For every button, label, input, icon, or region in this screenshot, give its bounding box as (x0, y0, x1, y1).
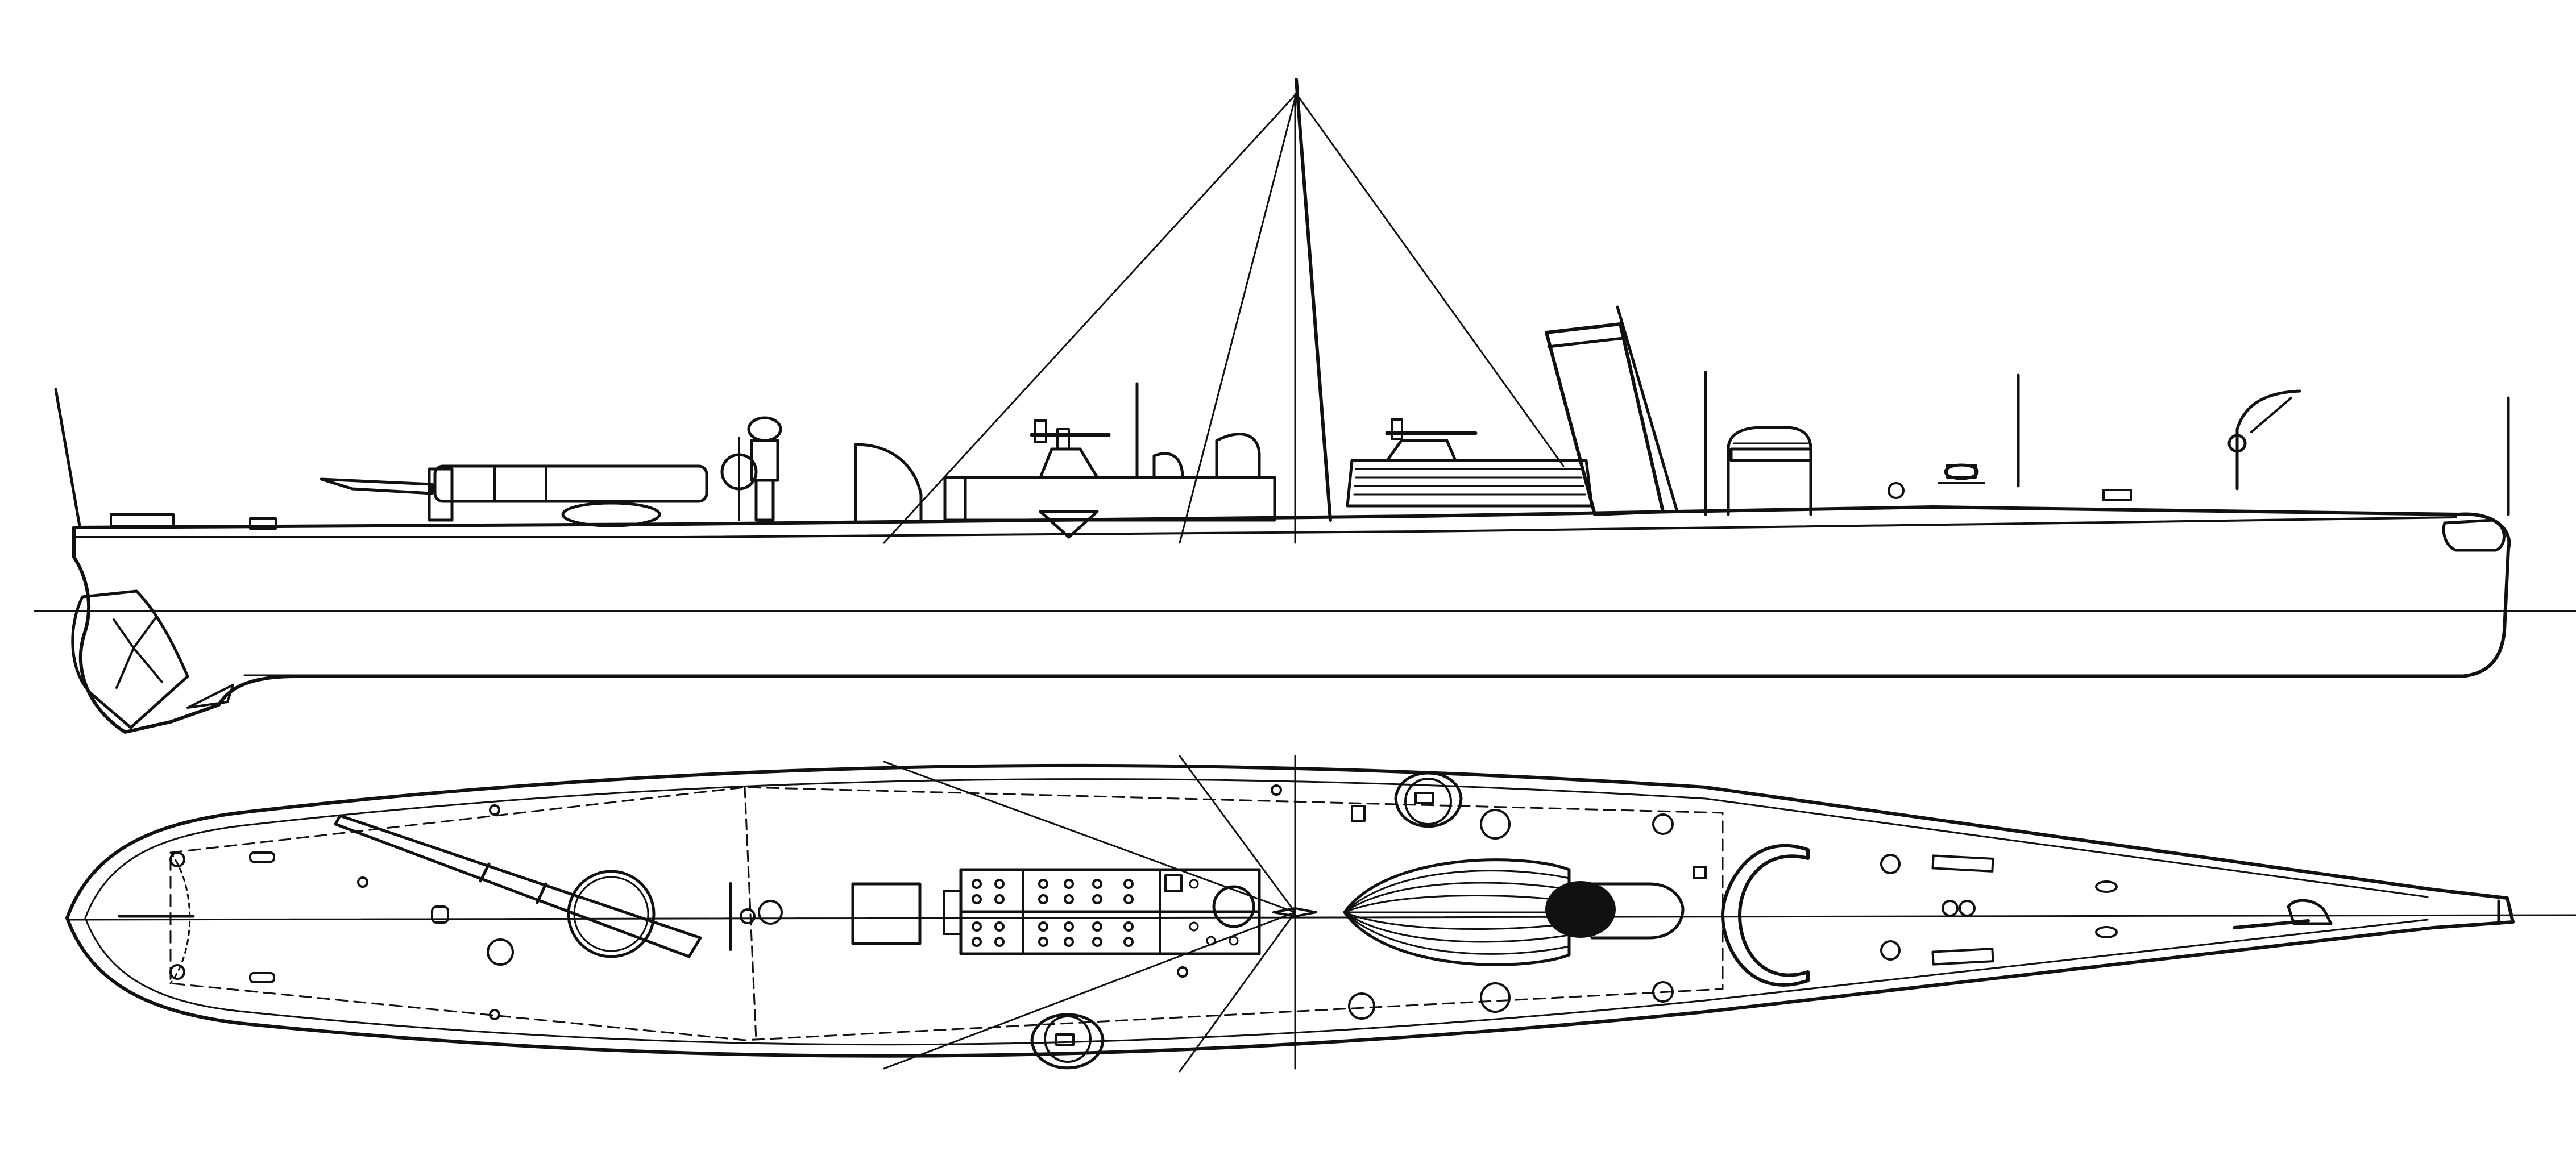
plan-windlass (1942, 900, 1976, 917)
profile-hawse-fitting (2102, 489, 2132, 501)
profile-stern-bitts (249, 517, 277, 530)
plan-vent-6 (1271, 784, 1282, 796)
plan-ship-boat (1343, 858, 1571, 966)
plan-ventilator-square (851, 882, 922, 945)
profile-sheer-line (73, 516, 2457, 538)
plan-gun-sponson-top (1394, 771, 1463, 828)
profile-mast-shroud (1179, 93, 1297, 544)
plan-compass (758, 900, 783, 925)
profile-stern-flagstaff (54, 388, 81, 527)
plan-vent-2 (1480, 982, 1511, 1013)
profile-conning-tower (1346, 418, 1594, 508)
profile-skeg (186, 684, 234, 709)
plan-forward-house (1721, 844, 1810, 987)
plan-bitts-aft-top (249, 851, 275, 863)
plan-engine-skylight (943, 868, 1261, 955)
profile-view (34, 78, 2576, 734)
profile-compass-binnacle (720, 416, 782, 522)
plan-hull-outline (65, 763, 2515, 1058)
plan-fitting-5 (489, 1009, 500, 1020)
plan-vent-7 (1177, 966, 1188, 978)
plan-gunwale (84, 778, 2429, 1046)
plan-fitting-1 (357, 876, 368, 888)
profile-propeller (113, 616, 163, 689)
profile-funnel (1545, 305, 1679, 516)
plan-fitting-c2 (1693, 866, 1707, 879)
plan-stern-chock-top (169, 851, 185, 867)
plan-forward-hatch-top (1931, 854, 1994, 873)
plan-funnel (1545, 881, 1685, 940)
plan-bitts-aft-bottom (249, 972, 275, 983)
profile-ventilator-mid (1215, 433, 1261, 479)
plan-stern-chock-bottom (169, 964, 185, 980)
profile-vent-small (1152, 452, 1184, 479)
plan-view (65, 755, 2576, 1073)
profile-aft-deckhouse (943, 476, 1276, 522)
profile-rudder (71, 589, 189, 729)
profile-hull-outline (72, 505, 2511, 734)
plan-deck-dashed (169, 786, 1724, 1041)
plan-vent-4 (1652, 981, 1674, 1003)
plan-fitting-c1 (1351, 805, 1366, 822)
profile-gun-aft (1030, 419, 1111, 539)
plan-centerline (67, 914, 2576, 921)
plan-forward-hatch-bottom (1931, 948, 1994, 966)
plan-dashed-hatch (744, 786, 757, 1041)
plan-torpedo-tube-aft (334, 814, 702, 958)
plan-gun-sponson-bottom (1030, 1013, 1105, 1070)
profile-torpedo-tube-aft (320, 464, 708, 527)
plan-mainmast-step (1272, 907, 1317, 917)
plan-forward-porthole-top (1880, 854, 1901, 874)
plan-bow-anchor (2287, 899, 2333, 925)
profile-davit (2227, 389, 2301, 491)
plan-compass-pedestal (740, 908, 756, 924)
profile-aft-deckhouse-end (943, 476, 967, 522)
profile-bow-anchor (2442, 518, 2506, 552)
profile-forward-house (1727, 426, 1812, 516)
plan-bitts-fwd-bottom (2095, 926, 2118, 938)
plan-fitting-4 (489, 804, 500, 816)
profile-stern-grating (110, 513, 175, 527)
plan-anchor-davit (2233, 919, 2310, 929)
plan-fitting-2 (431, 905, 449, 924)
profile-mast-stay-aft (883, 93, 1297, 544)
profile-mainmast (1295, 78, 1332, 522)
plan-bitts-fwd-top (2095, 880, 2118, 893)
plan-fitting-3 (487, 938, 514, 966)
profile-mast-stay-fwd (1295, 93, 1565, 467)
plan-vent-5 (1348, 992, 1375, 1020)
plan-rigging-lines (883, 755, 1296, 1073)
plan-vent-1 (1480, 809, 1511, 840)
profile-ventilator-aft (854, 443, 923, 522)
plan-stern-dotted (169, 851, 191, 984)
plan-forward-porthole-bottom (1880, 940, 1901, 961)
profile-porthole-1 (1888, 482, 1905, 499)
profile-windlass (1938, 463, 1985, 484)
plan-vent-3 (1652, 813, 1674, 835)
